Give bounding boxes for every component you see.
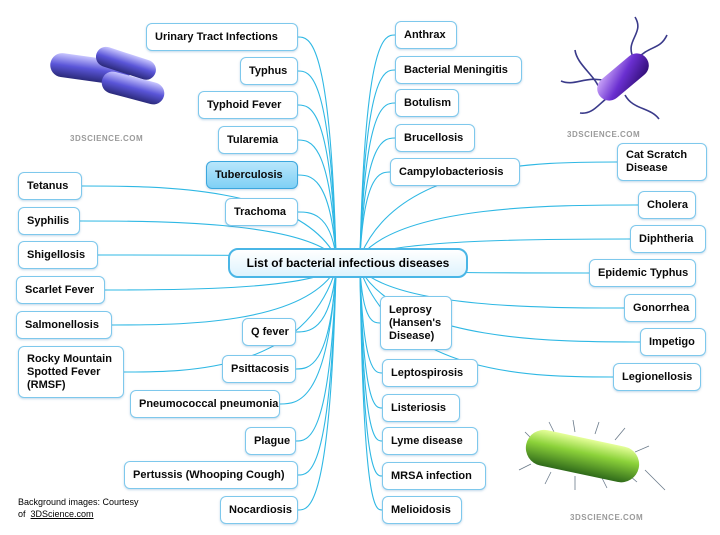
node-syphilis[interactable]: Syphilis: [18, 207, 80, 235]
node-nocardiosis[interactable]: Nocardiosis: [220, 496, 298, 524]
node-q-fever[interactable]: Q fever: [242, 318, 296, 346]
connector-line: [359, 171, 391, 258]
central-topic[interactable]: List of bacterial infectious diseases: [228, 248, 468, 278]
node-melioidosis[interactable]: Melioidosis: [382, 496, 462, 524]
node-leprosy[interactable]: Leprosy (Hansen's Disease): [380, 296, 452, 350]
connector-line: [297, 104, 337, 258]
node-rocky-mountain-spotted-fever[interactable]: Rocky Mountain Spotted Fever (RMSF): [18, 346, 124, 398]
connector-line: [297, 139, 337, 258]
node-brucellosis[interactable]: Brucellosis: [395, 124, 475, 152]
connector-line: [297, 211, 337, 258]
node-leptospirosis[interactable]: Leptospirosis: [382, 359, 478, 387]
connector-line: [297, 36, 337, 258]
connector-line: [359, 102, 396, 258]
flagellated-bacterium-image: [560, 16, 668, 120]
green-bacterium-image: [518, 420, 666, 491]
node-scarlet-fever[interactable]: Scarlet Fever: [16, 276, 105, 304]
node-typhoid-fever[interactable]: Typhoid Fever: [198, 91, 298, 119]
connector-line: [279, 268, 337, 405]
rod-bacteria-image: [50, 46, 165, 105]
connector-line: [359, 268, 381, 324]
credit-of: of: [18, 509, 26, 519]
connector-line: [295, 268, 337, 333]
connector-line: [359, 268, 641, 343]
node-pertussis[interactable]: Pertussis (Whooping Cough): [124, 461, 298, 489]
node-epidemic-typhus[interactable]: Epidemic Typhus: [589, 259, 696, 287]
connector-line: [359, 137, 396, 258]
node-campylobacteriosis[interactable]: Campylobacteriosis: [390, 158, 520, 186]
node-tuberculosis[interactable]: Tuberculosis: [206, 161, 298, 189]
credit-text: Background images: Courtesy: [18, 497, 139, 507]
connector-line: [297, 268, 337, 511]
node-tetanus[interactable]: Tetanus: [18, 172, 82, 200]
connector-line: [297, 174, 337, 258]
credit-link[interactable]: 3DScience.com: [30, 509, 94, 519]
node-cholera[interactable]: Cholera: [638, 191, 696, 219]
connector-line: [359, 268, 383, 442]
node-cat-scratch-disease[interactable]: Cat Scratch Disease: [617, 143, 707, 181]
connector-line: [359, 268, 625, 309]
connector-line: [359, 69, 396, 258]
node-anthrax[interactable]: Anthrax: [395, 21, 457, 49]
connector-line: [359, 268, 383, 511]
node-urinary-tract-infections[interactable]: Urinary Tract Infections: [146, 23, 298, 51]
watermark: 3DSCIENCE.COM: [570, 513, 644, 522]
node-psittacosis[interactable]: Psittacosis: [222, 355, 296, 383]
node-trachoma[interactable]: Trachoma: [225, 198, 298, 226]
node-mrsa-infection[interactable]: MRSA infection: [382, 462, 486, 490]
node-pneumococcal-pneumonia[interactable]: Pneumococcal pneumonia: [130, 390, 280, 418]
watermark: 3DSCIENCE.COM: [70, 134, 144, 143]
node-bacterial-meningitis[interactable]: Bacterial Meningitis: [395, 56, 522, 84]
node-botulism[interactable]: Botulism: [395, 89, 459, 117]
connector-line: [297, 70, 337, 258]
node-salmonellosis[interactable]: Salmonellosis: [16, 311, 112, 339]
connector-line: [79, 220, 337, 258]
connector-line: [295, 268, 337, 442]
node-impetigo[interactable]: Impetigo: [640, 328, 706, 356]
node-legionellosis[interactable]: Legionellosis: [613, 363, 701, 391]
connector-line: [81, 185, 337, 258]
connector-line: [111, 268, 337, 326]
node-gonorrhea[interactable]: Gonorrhea: [624, 294, 696, 322]
node-listeriosis[interactable]: Listeriosis: [382, 394, 460, 422]
node-diphtheria[interactable]: Diphtheria: [630, 225, 706, 253]
node-shigellosis[interactable]: Shigellosis: [18, 241, 98, 269]
connector-line: [359, 34, 396, 258]
node-plague[interactable]: Plague: [245, 427, 296, 455]
node-lyme-disease[interactable]: Lyme disease: [382, 427, 478, 455]
node-tularemia[interactable]: Tularemia: [218, 126, 298, 154]
image-credit: Background images: Courtesy of 3DScience…: [18, 496, 139, 520]
connector-line: [359, 204, 639, 258]
node-typhus[interactable]: Typhus: [240, 57, 298, 85]
watermark: 3DSCIENCE.COM: [567, 130, 641, 139]
